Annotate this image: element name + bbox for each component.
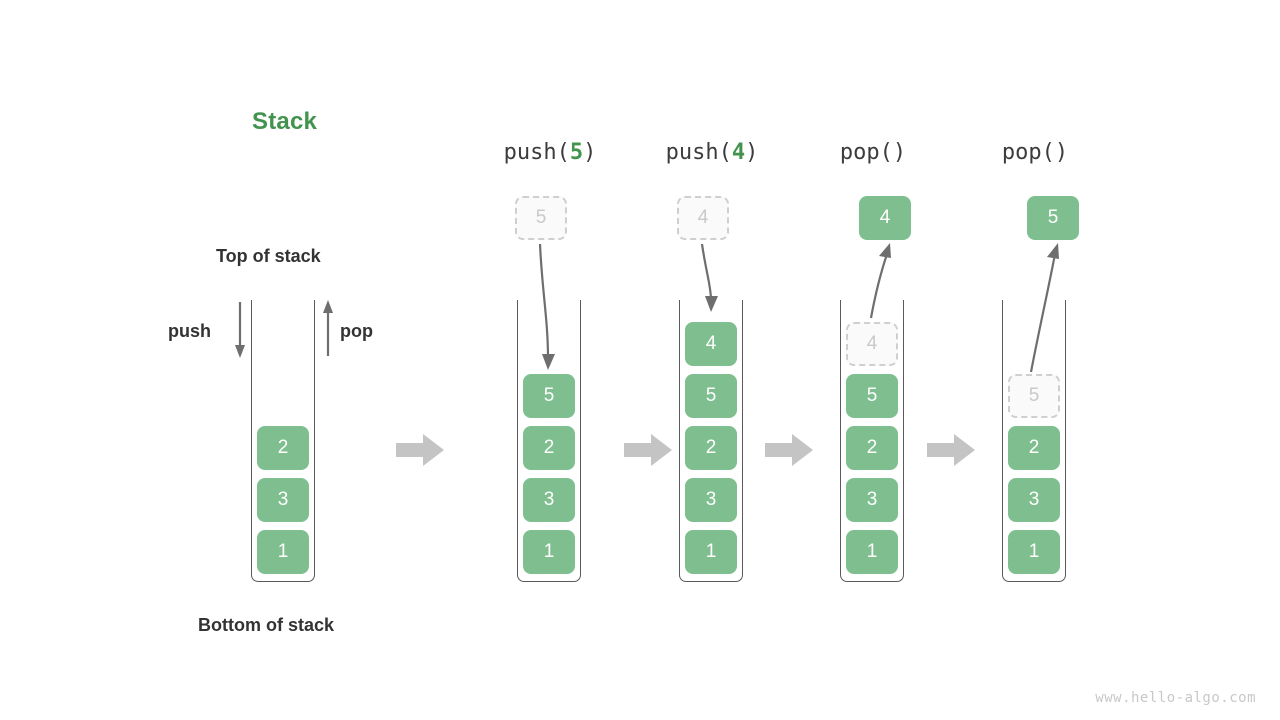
push-label: push (168, 321, 211, 341)
pop-label: pop (340, 321, 373, 341)
stack-element: 2 (846, 426, 898, 470)
stack-element: 2 (685, 426, 737, 470)
stack-container: 5 2 3 1 (1002, 300, 1066, 582)
column-header-pop-5: pop() (955, 140, 1115, 165)
header-suffix: ) (745, 140, 759, 165)
separator-arrow-icon (927, 434, 975, 466)
stack-element: 1 (523, 530, 575, 574)
header-arg: 4 (731, 140, 746, 165)
stack-element: 3 (1008, 478, 1060, 522)
stack-element: 3 (523, 478, 575, 522)
stack-element: 3 (685, 478, 737, 522)
stack-element: 4 (685, 322, 737, 366)
column-header-push-4: push(4) (632, 140, 792, 165)
push-arrow-icon (235, 302, 245, 358)
incoming-ghost-element: 5 (515, 196, 567, 240)
column-header-pop-4: pop() (793, 140, 953, 165)
stack-element: 2 (523, 426, 575, 470)
stack-element: 5 (523, 374, 575, 418)
column-push-5: push(5) 5 5 2 3 1 (470, 0, 630, 720)
column-pop-5: pop() 5 5 2 3 1 (955, 0, 1115, 720)
stack-element-ghost: 4 (846, 322, 898, 366)
stack-element: 2 (1008, 426, 1060, 470)
popped-element: 4 (859, 196, 911, 240)
incoming-ghost-element: 4 (677, 196, 729, 240)
header-suffix: ) (583, 140, 597, 165)
header-prefix: push( (665, 140, 732, 165)
stack-element: 1 (846, 530, 898, 574)
column-initial-stack: Top of stack Bottom of stack push pop 2 … (168, 0, 373, 720)
stack-container: 5 2 3 1 (517, 300, 581, 582)
header-prefix: pop() (1001, 140, 1069, 165)
page-title: Stack (252, 108, 318, 135)
popped-element: 5 (1027, 196, 1079, 240)
separator-arrow-icon (765, 434, 813, 466)
separator-arrow-icon (396, 434, 444, 466)
header-prefix: pop() (839, 140, 907, 165)
column-pop-4: pop() 4 4 5 2 3 1 (793, 0, 953, 720)
stack-element: 3 (257, 478, 309, 522)
stack-element: 1 (257, 530, 309, 574)
stack-element-ghost: 5 (1008, 374, 1060, 418)
header-prefix: push( (503, 140, 570, 165)
stack-container: 2 3 1 (251, 300, 315, 582)
stack-container: 4 5 2 3 1 (679, 300, 743, 582)
stack-element: 3 (846, 478, 898, 522)
pop-arrow-icon (323, 300, 333, 356)
column-push-4: push(4) 4 4 5 2 3 1 (632, 0, 792, 720)
stack-element: 5 (846, 374, 898, 418)
bottom-of-stack-label: Bottom of stack (198, 615, 335, 635)
stack-element: 1 (1008, 530, 1060, 574)
watermark: www.hello-algo.com (1095, 690, 1256, 706)
header-arg: 5 (569, 140, 584, 165)
stack-container: 4 5 2 3 1 (840, 300, 904, 582)
column-header-push-5: push(5) (470, 140, 630, 165)
stack-element: 5 (685, 374, 737, 418)
stack-element: 2 (257, 426, 309, 470)
stack-element: 1 (685, 530, 737, 574)
top-of-stack-label: Top of stack (216, 246, 321, 266)
separator-arrow-icon (624, 434, 672, 466)
